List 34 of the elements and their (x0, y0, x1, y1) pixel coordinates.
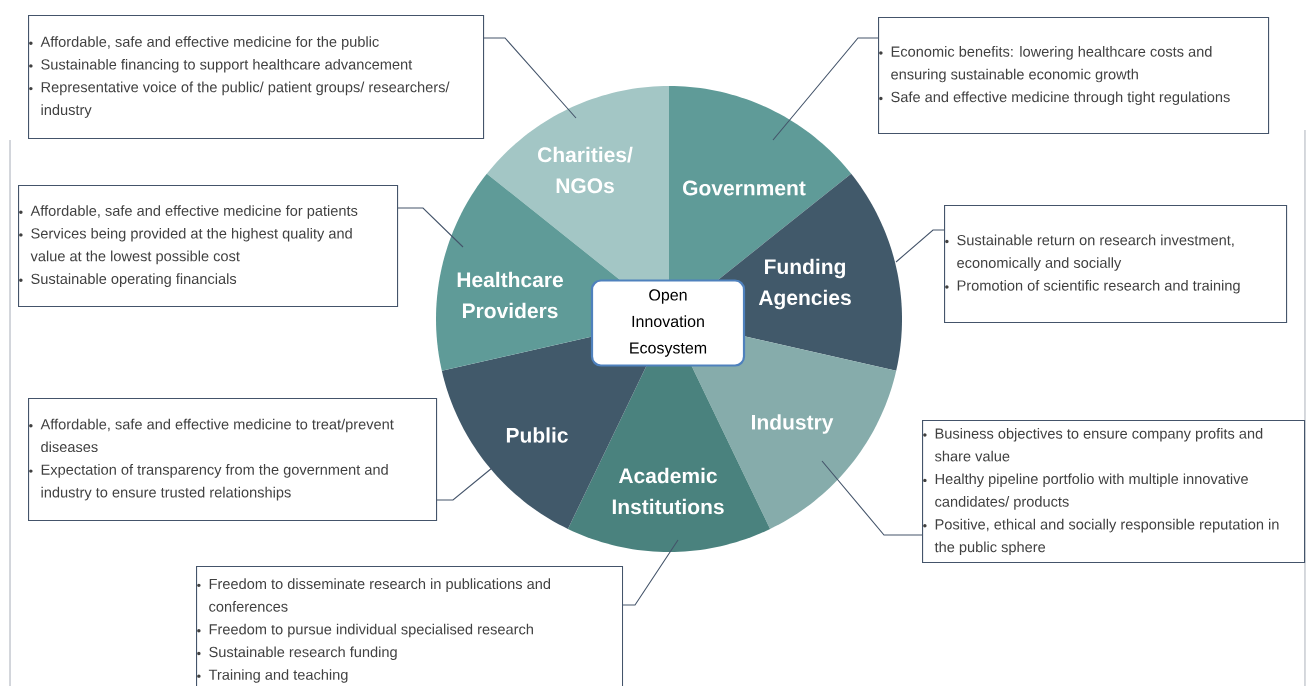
bullet-item: Freedom to disseminate research in publications and conferences (197, 578, 551, 612)
callout-box (28, 398, 438, 522)
bullet-item: Training and teaching (197, 669, 348, 683)
leader-line (895, 229, 945, 263)
leader-line (621, 539, 679, 606)
leader-line (435, 467, 493, 501)
callout-box (922, 420, 1306, 564)
leader-line (482, 37, 577, 119)
bullet-item: Sustainable operating financials (19, 273, 237, 287)
bullet-item: Freedom to pursue individual specialised research (197, 623, 533, 638)
callout-box (18, 185, 399, 308)
bullet-item: Affordable, safe and effective medicine to treat/prevent diseases (29, 418, 394, 453)
callout-box (28, 15, 485, 140)
callout-box (944, 205, 1288, 324)
center-box: Open Innovation Ecosystem (590, 279, 746, 367)
bullet-item: Healthy pipeline portfolio with multiple innovative candidates/ products (923, 473, 1248, 510)
bullet-item: Promotion of scientific research and training (945, 279, 1240, 294)
bullet-item: Sustainable return on research investment, economically and socially (945, 234, 1234, 271)
bullet-item: Affordable, safe and effective medicine for patients (19, 205, 358, 219)
bullet-item: Positive, ethical and socially responsible reputation in the public sphere (923, 518, 1279, 556)
bullet-item: Economic benefits: lowering healthcare costs and ensuring sustainable economic growth (879, 46, 1212, 83)
bullet-item: Representative voice of the public/ patient groups/ researchers/ industry (29, 81, 450, 118)
callout-box (878, 17, 1270, 135)
callout-box (196, 566, 624, 686)
bullet-item: Services being provided at the highest quality and value at the lowest possible cost (19, 227, 352, 265)
bullet-item: Sustainable financing to support healthcare advancement (29, 58, 413, 73)
leader-line (396, 207, 464, 248)
bullet-item: Affordable, safe and effective medicine for the public (29, 36, 379, 50)
bullet-item: Business objectives to ensure company profits and share value (923, 428, 1263, 462)
bullet-item: Safe and effective medicine through tight regulations (879, 91, 1230, 106)
leader-line (772, 37, 879, 141)
bullet-item: Sustainable research funding (197, 646, 397, 661)
leader-line (821, 460, 923, 536)
bullet-item: Expectation of transparency from the government and industry to ensure trusted relationships (29, 464, 388, 501)
